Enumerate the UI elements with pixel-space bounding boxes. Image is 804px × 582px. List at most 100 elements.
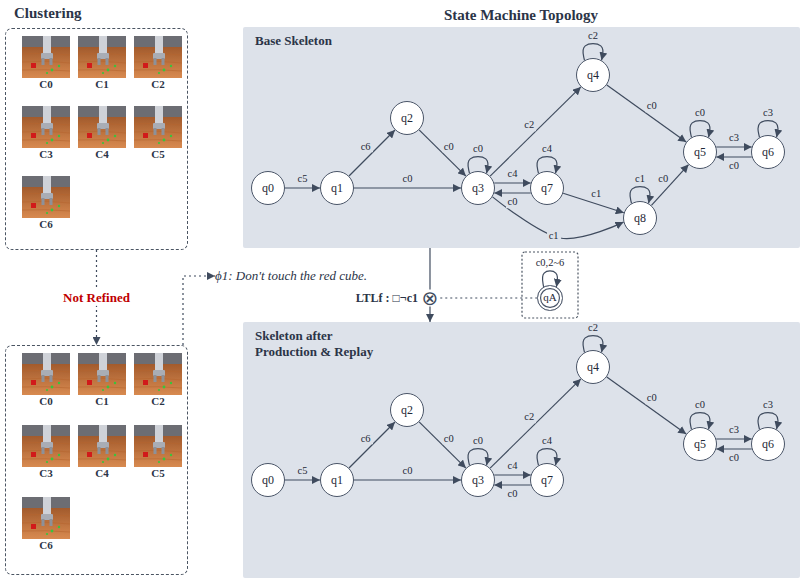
cluster-label: C0 [22, 395, 70, 408]
transition-label: c4 [506, 168, 520, 180]
state-node: q1 [320, 171, 354, 205]
state-label: q3 [472, 474, 484, 486]
transition-label: c0 [656, 173, 670, 185]
transition-label: c1 [633, 173, 647, 185]
cluster-label: C5 [134, 467, 182, 480]
thumbnail-image [22, 353, 70, 395]
thumbnail-image [134, 425, 182, 467]
state-node: q4 [576, 350, 610, 384]
cluster-item: C0 [22, 36, 70, 91]
cluster-thumbnail [134, 425, 182, 467]
transition-arrow [354, 187, 461, 188]
transition-label: c2 [586, 30, 600, 42]
state-label: q3 [472, 182, 484, 194]
state-label: q6 [762, 146, 774, 158]
cluster-thumbnail [78, 353, 126, 395]
thumbnail-image [22, 497, 70, 539]
transition-label: c5 [296, 465, 310, 477]
status-note: Not Refined [60, 289, 133, 305]
state-node: q5 [683, 135, 717, 169]
cluster-item: C5 [134, 106, 182, 161]
connectors [97, 44, 779, 485]
thumbnail-image [134, 106, 182, 148]
thumbnail-image [134, 353, 182, 395]
state-label: q8 [634, 212, 646, 224]
transition-arrow [285, 479, 320, 480]
cluster-thumbnail [22, 425, 70, 467]
state-label: q1 [331, 474, 343, 486]
transition-label: c0,2~6 [534, 257, 567, 269]
cluster-thumbnail [22, 176, 70, 218]
state-node: q3 [461, 171, 495, 205]
cluster-label: C6 [22, 539, 70, 552]
cluster-group: C0C1C2C3C4C5C6 [5, 345, 188, 575]
thumbnail-image [78, 36, 126, 78]
transition-label: c2 [586, 322, 600, 334]
transition-label: c3 [761, 107, 775, 119]
cluster-group: C0C1C2C3C4C5C6Clustering [5, 28, 188, 250]
cluster-thumbnail [22, 497, 70, 539]
transition-arrow [419, 130, 466, 176]
transition-label: c4 [506, 460, 520, 472]
cluster-label: C1 [78, 395, 126, 408]
thumbnail-image [22, 425, 70, 467]
transition-arrow [285, 187, 320, 188]
formula-label: LTLf : □¬c1 [356, 291, 418, 305]
transition-arrow [183, 276, 215, 345]
state-label: q7 [541, 182, 553, 194]
transition-arrow [438, 297, 537, 298]
thumbnail-image [78, 106, 126, 148]
transition-label: c0 [471, 435, 485, 447]
state-node: q3 [461, 463, 495, 497]
transition-label: c0 [401, 173, 415, 185]
cluster-item: C4 [78, 425, 126, 480]
cluster-item: C1 [78, 36, 126, 91]
transition-arrow [494, 474, 531, 475]
cluster-thumbnail [78, 425, 126, 467]
state-label: qA [543, 292, 556, 303]
cluster-thumbnail [22, 353, 70, 395]
group-heading: Clustering [6, 4, 187, 22]
transition-arrow [490, 379, 581, 468]
state-node: q0 [251, 463, 285, 497]
cluster-thumbnail [134, 106, 182, 148]
state-node: q0 [251, 171, 285, 205]
cluster-item: C1 [78, 353, 126, 408]
cluster-item: C0 [22, 353, 70, 408]
automaton-frame [522, 252, 578, 318]
product-operator: ⊗ [422, 288, 439, 308]
constraint-label: ϕ1: Don't touch the red cube. [215, 268, 367, 284]
transition-label: c0 [442, 141, 456, 153]
transition-label: c3 [727, 424, 741, 436]
transition-arrow [494, 484, 531, 485]
panel-fill [243, 322, 800, 578]
transition-label: c0 [727, 160, 741, 172]
transition-label: c0 [727, 452, 741, 464]
cluster-label: C5 [134, 148, 182, 161]
transition-label: c0 [442, 433, 456, 445]
state-node: q7 [530, 171, 564, 205]
cluster-label: C0 [22, 78, 70, 91]
thumbnail-image [134, 36, 182, 78]
panel-heading: Skeleton after Production & Replay [255, 328, 395, 359]
cluster-thumbnail [22, 106, 70, 148]
transition-arrow [490, 87, 581, 176]
cluster-label: C4 [78, 148, 126, 161]
transition-label: c3 [727, 132, 741, 144]
panel-fill [243, 27, 800, 248]
transition-label: c0 [693, 399, 707, 411]
transition-arrow [494, 192, 531, 193]
state-node: q1 [320, 463, 354, 497]
cluster-item: C6 [22, 497, 70, 552]
transition-arrow [494, 182, 531, 183]
cluster-item: C4 [78, 106, 126, 161]
state-label: q0 [262, 474, 274, 486]
thumbnail-image [22, 36, 70, 78]
cluster-thumbnail [78, 36, 126, 78]
transition-label: c0 [471, 143, 485, 155]
transition-arrow [716, 156, 752, 157]
transition-label: c6 [359, 141, 373, 153]
transition-label: c0 [645, 392, 659, 404]
